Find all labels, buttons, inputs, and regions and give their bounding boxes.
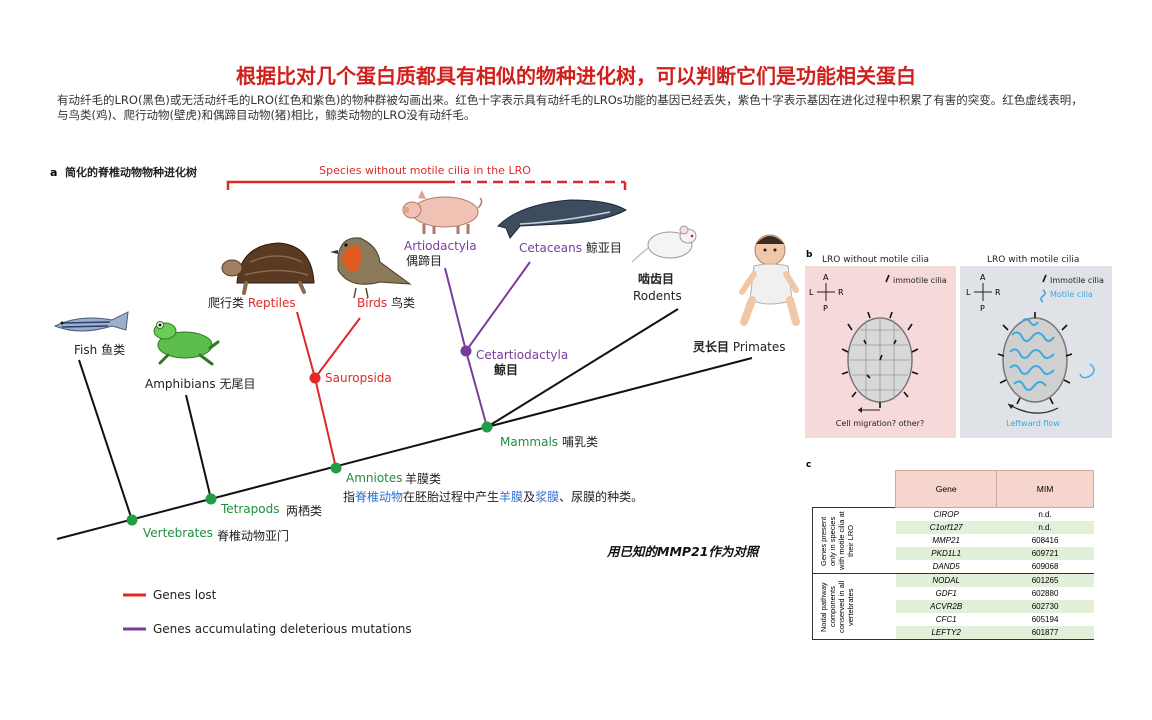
panel-b-right-title: LRO with motile cilia bbox=[987, 255, 1079, 265]
table-row-gene: DAND5 bbox=[895, 560, 997, 574]
vertebrates-label: Vertebrates bbox=[143, 526, 213, 540]
artiodactyla-label: Artiodactyla bbox=[404, 239, 477, 253]
lro-left-illustration bbox=[841, 311, 919, 413]
birds-label: Birds 鸟类 bbox=[357, 295, 415, 310]
cetartiodactyla-node bbox=[460, 345, 472, 357]
immotile-cilia-left-label: immotile cilia bbox=[893, 276, 947, 285]
tetrapods-label: Tetrapods bbox=[220, 502, 280, 516]
species-without-cilia-bracket: Species without motile cilia in the LRO bbox=[226, 164, 627, 190]
svg-text:A: A bbox=[980, 273, 986, 282]
mmp21-control-note: 用已知的MMP21作为对照 bbox=[607, 544, 759, 559]
amniotes-cn-label: 羊膜类 bbox=[405, 471, 441, 486]
tetrapods-node bbox=[205, 493, 217, 505]
group1-label: Genes present only in species with motil… bbox=[819, 511, 856, 570]
cell-migration-caption: Cell migration? other? bbox=[836, 419, 924, 428]
svg-text:P: P bbox=[980, 304, 985, 313]
table-row-mim: 601265 bbox=[996, 573, 1094, 587]
table-row-mim: 609068 bbox=[996, 560, 1094, 574]
legend-deleterious: Genes accumulating deleterious mutations bbox=[153, 622, 412, 636]
table-row-gene: C1orf127 bbox=[895, 521, 997, 534]
table-row-gene: CIROP bbox=[933, 510, 959, 519]
baby-icon bbox=[739, 234, 800, 326]
mouse-icon bbox=[631, 225, 697, 263]
panel-a-letter: a bbox=[50, 166, 57, 179]
table-row-mim: 608416 bbox=[1031, 536, 1059, 545]
table-row-gene: PKD1L1 bbox=[895, 547, 997, 560]
gene-table: Gene MIM Genes present only in species w… bbox=[811, 470, 1094, 640]
sauropsida-label: Sauropsida bbox=[325, 371, 392, 385]
legend: Genes lost Genes accumulating deleteriou… bbox=[123, 588, 412, 636]
tetrapods-cn-label: 两栖类 bbox=[286, 503, 322, 518]
table-row-gene: GDF1 bbox=[935, 589, 957, 598]
bracket-label: Species without motile cilia in the LRO bbox=[319, 164, 531, 177]
svg-text:P: P bbox=[823, 304, 828, 313]
primates-label: 灵长目 Primates bbox=[693, 339, 786, 354]
mammals-cn-label: 哺乳类 bbox=[562, 435, 598, 449]
cetartiodactyla-cn-label: 鲸目 bbox=[494, 362, 518, 377]
table-row-mim: 609721 bbox=[996, 547, 1094, 560]
mim-header: MIM bbox=[996, 470, 1094, 508]
panel-a-title: 简化的脊椎动物物种进化树 bbox=[65, 165, 197, 179]
table-row-gene: LEFTY2 bbox=[895, 626, 997, 640]
fish-label: Fish 鱼类 bbox=[74, 343, 125, 357]
legend-genes-lost: Genes lost bbox=[153, 588, 217, 602]
table-row-gene: MMP21 bbox=[932, 536, 960, 545]
panel-b-letter: b bbox=[806, 250, 813, 260]
mammals-label: Mammals bbox=[500, 435, 558, 449]
table-row-mim: n.d. bbox=[1038, 510, 1052, 519]
table-row-mim: n.d. bbox=[996, 521, 1094, 534]
table-row-mim: 602730 bbox=[996, 600, 1094, 613]
cetartiodactyla-label: Cetartiodactyla bbox=[476, 348, 568, 362]
slide-description: 有动纤毛的LRO(黑色)或无活动纤毛的LRO(红色和紫色)的物种群被勾画出来。红… bbox=[57, 93, 1083, 122]
gene-header: Gene bbox=[895, 470, 998, 508]
immotile-cilia-right-label: Immotile cilia bbox=[1050, 276, 1104, 285]
svg-text:R: R bbox=[838, 288, 844, 297]
amniotes-node bbox=[330, 462, 342, 474]
cetaceans-label: Cetaceans 鲸亚目 bbox=[519, 240, 622, 255]
svg-text:L: L bbox=[966, 288, 971, 297]
pig-icon bbox=[402, 190, 483, 234]
frog-icon bbox=[153, 321, 220, 366]
svg-text:R: R bbox=[995, 288, 1001, 297]
mammals-node bbox=[481, 421, 493, 433]
artiodactyla-cn-label: 偶蹄目 bbox=[406, 253, 442, 268]
table-row-gene: NODAL bbox=[895, 573, 997, 587]
panel-b-left-title: LRO without motile cilia bbox=[822, 255, 929, 265]
vertebrates-cn-label: 脊椎动物亚门 bbox=[217, 528, 289, 543]
amniotes-label: Amniotes bbox=[346, 471, 403, 485]
vertebrates-node bbox=[126, 514, 138, 526]
table-row-mim: 602880 bbox=[1031, 589, 1059, 598]
svg-text:L: L bbox=[809, 288, 814, 297]
rodents-cn-label: 啮齿目 bbox=[638, 271, 674, 286]
phylogenetic-tree bbox=[56, 261, 753, 540]
zebrafish-icon bbox=[53, 311, 129, 332]
reptiles-label: 爬行类 Reptiles bbox=[208, 296, 296, 310]
sauropsida-node bbox=[309, 372, 321, 384]
svg-text:A: A bbox=[823, 273, 829, 282]
table-row-gene: ACVR2B bbox=[895, 600, 997, 613]
lro-right-illustration bbox=[997, 312, 1095, 414]
tortoise-icon bbox=[221, 242, 315, 295]
axis-compass-right: A L R P bbox=[966, 273, 1001, 313]
axis-compass-left: A L R P bbox=[809, 273, 844, 313]
rodents-label: Rodents bbox=[633, 289, 682, 303]
robin-icon bbox=[330, 237, 412, 299]
table-row-mim: 605194 bbox=[1031, 615, 1059, 624]
table-row-mim: 601877 bbox=[996, 626, 1094, 640]
group2-label: Nodal pathway components conserved in al… bbox=[819, 580, 856, 633]
amphibians-label: Amphibians 无尾目 bbox=[145, 377, 255, 391]
amniote-note: 指脊椎动物在胚胎过程中产生羊膜及浆膜、尿膜的种类。 bbox=[343, 489, 643, 504]
panel-c-letter: c bbox=[806, 460, 811, 470]
motile-cilia-label: Motile cilia bbox=[1050, 290, 1093, 299]
slide-title: 根据比对几个蛋白质都具有相似的物种进化树，可以判断它们是功能相关蛋白 bbox=[236, 64, 916, 88]
whale-icon bbox=[497, 199, 627, 239]
table-row-gene: CFC1 bbox=[935, 615, 957, 624]
leftward-flow-caption: Leftward flow bbox=[1006, 419, 1060, 428]
